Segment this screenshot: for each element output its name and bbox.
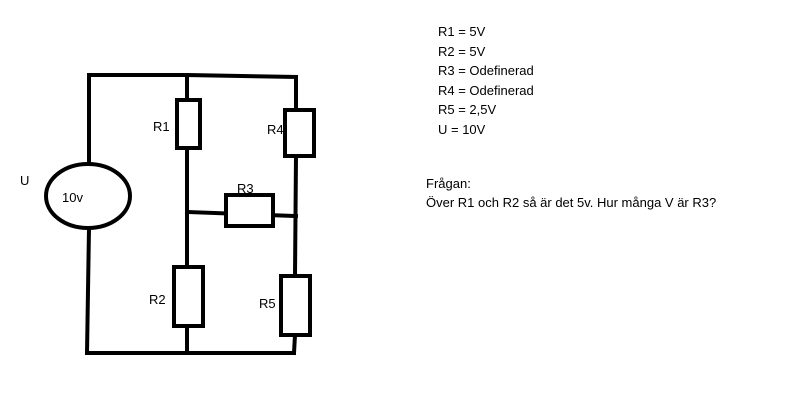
circuit-wires [84, 72, 299, 356]
value-item-r2: R2 = 5V [438, 43, 486, 59]
value-item-r3: R3 = Odefinerad [438, 63, 534, 78]
voltage-source [44, 162, 132, 230]
value-item-r1: R1 = 5V [438, 24, 486, 39]
values-list: R1 = 5V R2 = 5V R3 = Odefinerad R4 = Ode… [438, 22, 534, 139]
source-value-label: 10v [62, 190, 83, 205]
value-item-r5: R5 = 2,5V [438, 102, 497, 117]
question-heading: Frågan: [426, 176, 471, 191]
resistor-r3 [224, 193, 275, 228]
resistor-r4 [283, 108, 316, 158]
label-r3: R3 [237, 181, 254, 196]
label-r2: R2 [149, 292, 166, 307]
label-r4: R4 [267, 122, 284, 137]
label-r1: R1 [153, 119, 170, 134]
wire-top-right [184, 72, 299, 80]
value-item-u: U = 10V [438, 121, 486, 137]
question-block: Frågan: Över R1 och R2 så är det 5v. Hur… [426, 174, 716, 212]
resistor-r2 [172, 265, 205, 328]
resistor-r1 [175, 98, 202, 150]
question-text: Över R1 och R2 så är det 5v. Hur många V… [426, 195, 717, 210]
value-item-r4: R4 = Odefinerad [438, 82, 534, 98]
wire-right-lower [291, 332, 298, 356]
resistor-r5 [279, 274, 312, 337]
source-u-label: U [20, 173, 29, 188]
wire-source-down [84, 225, 92, 356]
label-r5: R5 [259, 296, 276, 311]
